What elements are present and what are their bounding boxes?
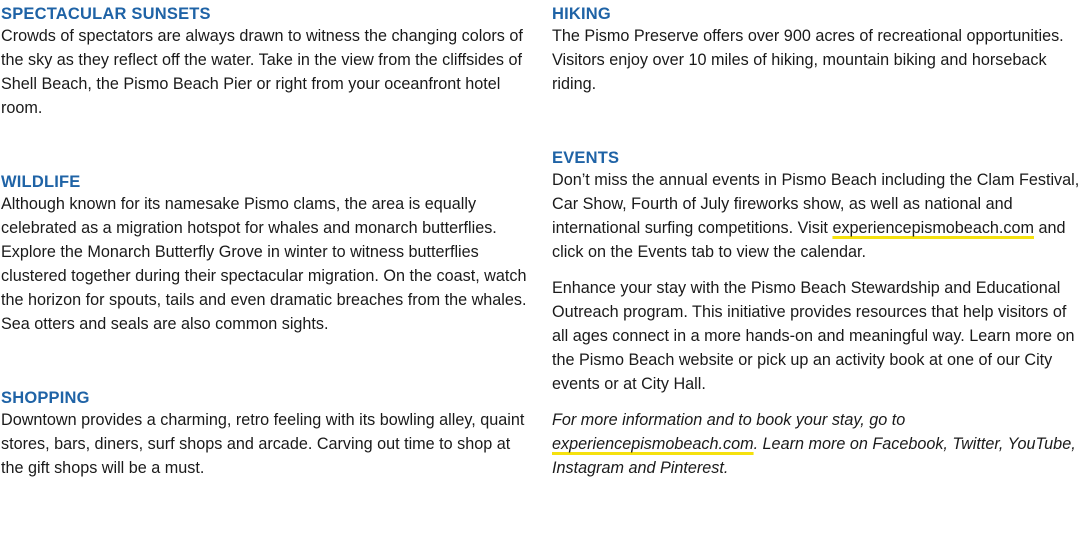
section-body: Although known for its namesake Pismo cl… (1, 195, 527, 333)
section-hiking: HIKING The Pismo Preserve offers over 90… (552, 4, 1080, 96)
section-events: EVENTS Don’t miss the annual events in P… (552, 148, 1080, 480)
section-spectacular-sunsets: SPECTACULAR SUNSETS Crowds of spectators… (1, 4, 531, 120)
stewardship-paragraph: Enhance your stay with the Pismo Beach S… (552, 279, 1075, 393)
section-body: The Pismo Preserve offers over 900 acres… (552, 27, 1064, 93)
section-heading: WILDLIFE (1, 173, 81, 191)
section-body: Crowds of spectators are always drawn to… (1, 27, 523, 117)
section-heading: SHOPPING (1, 389, 90, 407)
section-shopping: SHOPPING Downtown provides a charming, r… (1, 388, 531, 480)
section-heading: EVENTS (552, 149, 620, 167)
experiencepismobeach-link[interactable]: experiencepismobeach.com (552, 435, 754, 453)
section-heading: SPECTACULAR SUNSETS (1, 5, 211, 23)
more-info-text: For more information and to book your st… (552, 411, 906, 429)
more-info-paragraph: For more information and to book your st… (552, 408, 1080, 480)
section-wildlife: WILDLIFE Although known for its namesake… (1, 172, 531, 336)
events-text: and click on the Events tab to view the … (552, 219, 1066, 261)
experiencepismobeach-link[interactable]: experiencepismobeach.com (832, 219, 1034, 237)
events-text: Don’t miss the annual events in Pismo Be… (552, 171, 1080, 237)
section-heading: HIKING (552, 5, 611, 23)
more-info-text: . Learn more on Facebook, Twitter, YouTu… (552, 435, 1076, 477)
events-paragraph: Don’t miss the annual events in Pismo Be… (552, 168, 1080, 264)
section-body: Downtown provides a charming, retro feel… (1, 411, 525, 477)
